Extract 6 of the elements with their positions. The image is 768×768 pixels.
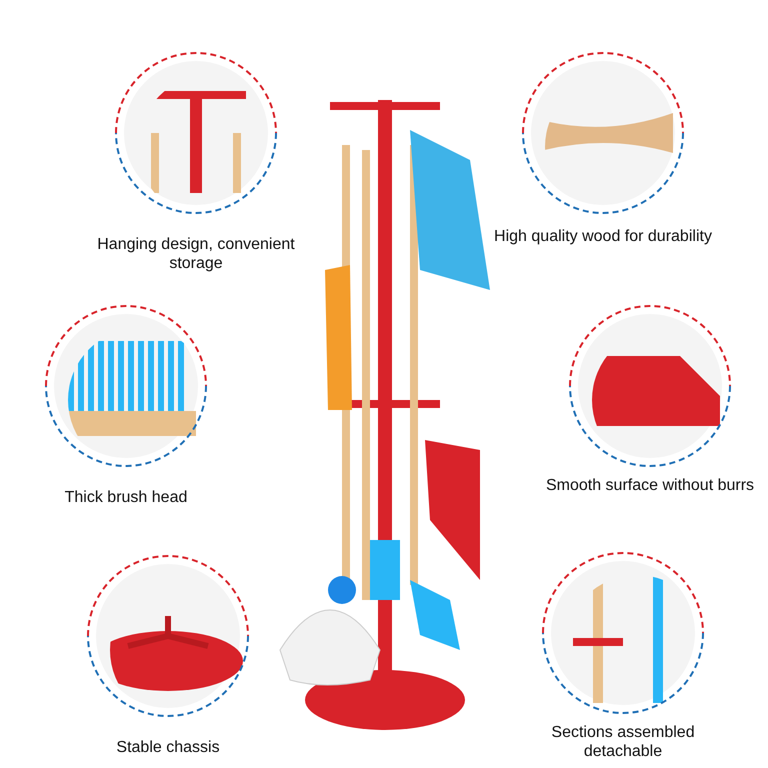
feature-caption: Thick brush head bbox=[64, 488, 188, 507]
feature-caption: Hanging design, convenient storage bbox=[96, 235, 296, 273]
feature-caption: Stable chassis bbox=[115, 738, 221, 757]
feature-caption: Smooth surface without burrs bbox=[544, 476, 756, 495]
feature-caption: High quality wood for durability bbox=[493, 227, 713, 246]
feature-caption: Sections assembled detachable bbox=[550, 723, 696, 761]
